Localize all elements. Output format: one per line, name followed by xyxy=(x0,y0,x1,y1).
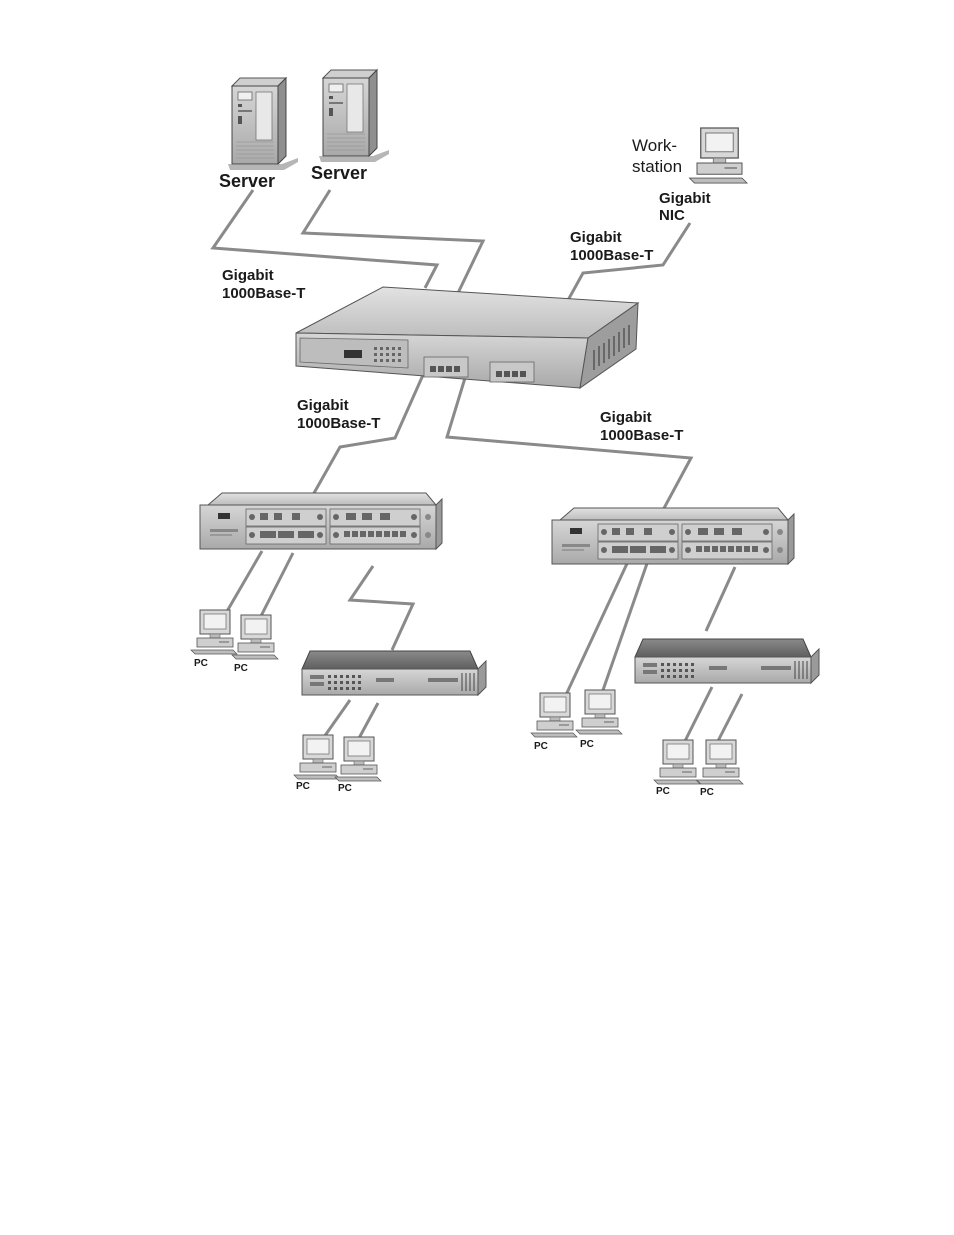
pc-label: PC xyxy=(700,787,714,798)
cable-right-modular-to-small-switch xyxy=(706,567,735,631)
workstation-label-line2: station xyxy=(632,157,682,176)
pc-label: PC xyxy=(534,741,548,752)
labels: Server Server Work- station Gigabit NIC … xyxy=(194,136,714,798)
link-mid-left-label-line2: 1000Base-T xyxy=(297,415,380,432)
link-top-right-label-line1: Gigabit xyxy=(570,229,622,246)
pc-label: PC xyxy=(194,658,208,669)
desktop-switch-right xyxy=(635,639,819,683)
pc-icon xyxy=(335,737,381,781)
pc-icon xyxy=(294,735,340,779)
modular-switch-left xyxy=(200,493,442,549)
pc-icon xyxy=(531,693,577,737)
nic-label-line1: Gigabit xyxy=(659,190,711,207)
link-mid-right-label-line1: Gigabit xyxy=(600,409,652,426)
core-gigabit-switch xyxy=(296,287,638,388)
server-right-label: Server xyxy=(311,163,367,183)
cable-server-right-to-core xyxy=(303,190,483,293)
link-mid-left-label-line1: Gigabit xyxy=(297,397,349,414)
server-left-label: Server xyxy=(219,171,275,191)
cable-right-modular-to-pc1 xyxy=(565,555,631,697)
pc-icon xyxy=(232,615,278,659)
modular-switch-right xyxy=(552,508,794,564)
link-top-left-label-line1: Gigabit xyxy=(222,267,274,284)
pc-label: PC xyxy=(656,786,670,797)
pc-icon xyxy=(576,690,622,734)
cable-left-modular-to-pc1 xyxy=(226,551,262,613)
link-mid-right-label-line2: 1000Base-T xyxy=(600,427,683,444)
workstation-icon xyxy=(690,128,748,183)
server-right-icon xyxy=(319,70,389,162)
cable-right-small-switch-to-pc1 xyxy=(685,687,712,741)
pc-icon xyxy=(654,740,700,784)
cable-left-small-switch-to-pc2 xyxy=(358,703,378,740)
nic-label-line2: NIC xyxy=(659,207,685,224)
link-top-right-label-line2: 1000Base-T xyxy=(570,247,653,264)
pc-label: PC xyxy=(580,739,594,750)
pc-icon xyxy=(697,740,743,784)
cable-left-modular-to-pc2 xyxy=(260,553,293,618)
workstation-label-line1: Work- xyxy=(632,136,677,155)
server-left-icon xyxy=(228,78,298,170)
pc-label: PC xyxy=(234,663,248,674)
pc-label: PC xyxy=(338,783,352,794)
link-top-left-label-line2: 1000Base-T xyxy=(222,285,305,302)
pc-icon xyxy=(191,610,237,654)
cable-right-small-switch-to-pc2 xyxy=(718,694,742,741)
pc-label: PC xyxy=(296,781,310,792)
desktop-switch-left xyxy=(302,651,486,695)
cable-left-small-switch-to-pc1 xyxy=(324,700,350,737)
cable-left-modular-to-small-switch xyxy=(350,566,413,650)
